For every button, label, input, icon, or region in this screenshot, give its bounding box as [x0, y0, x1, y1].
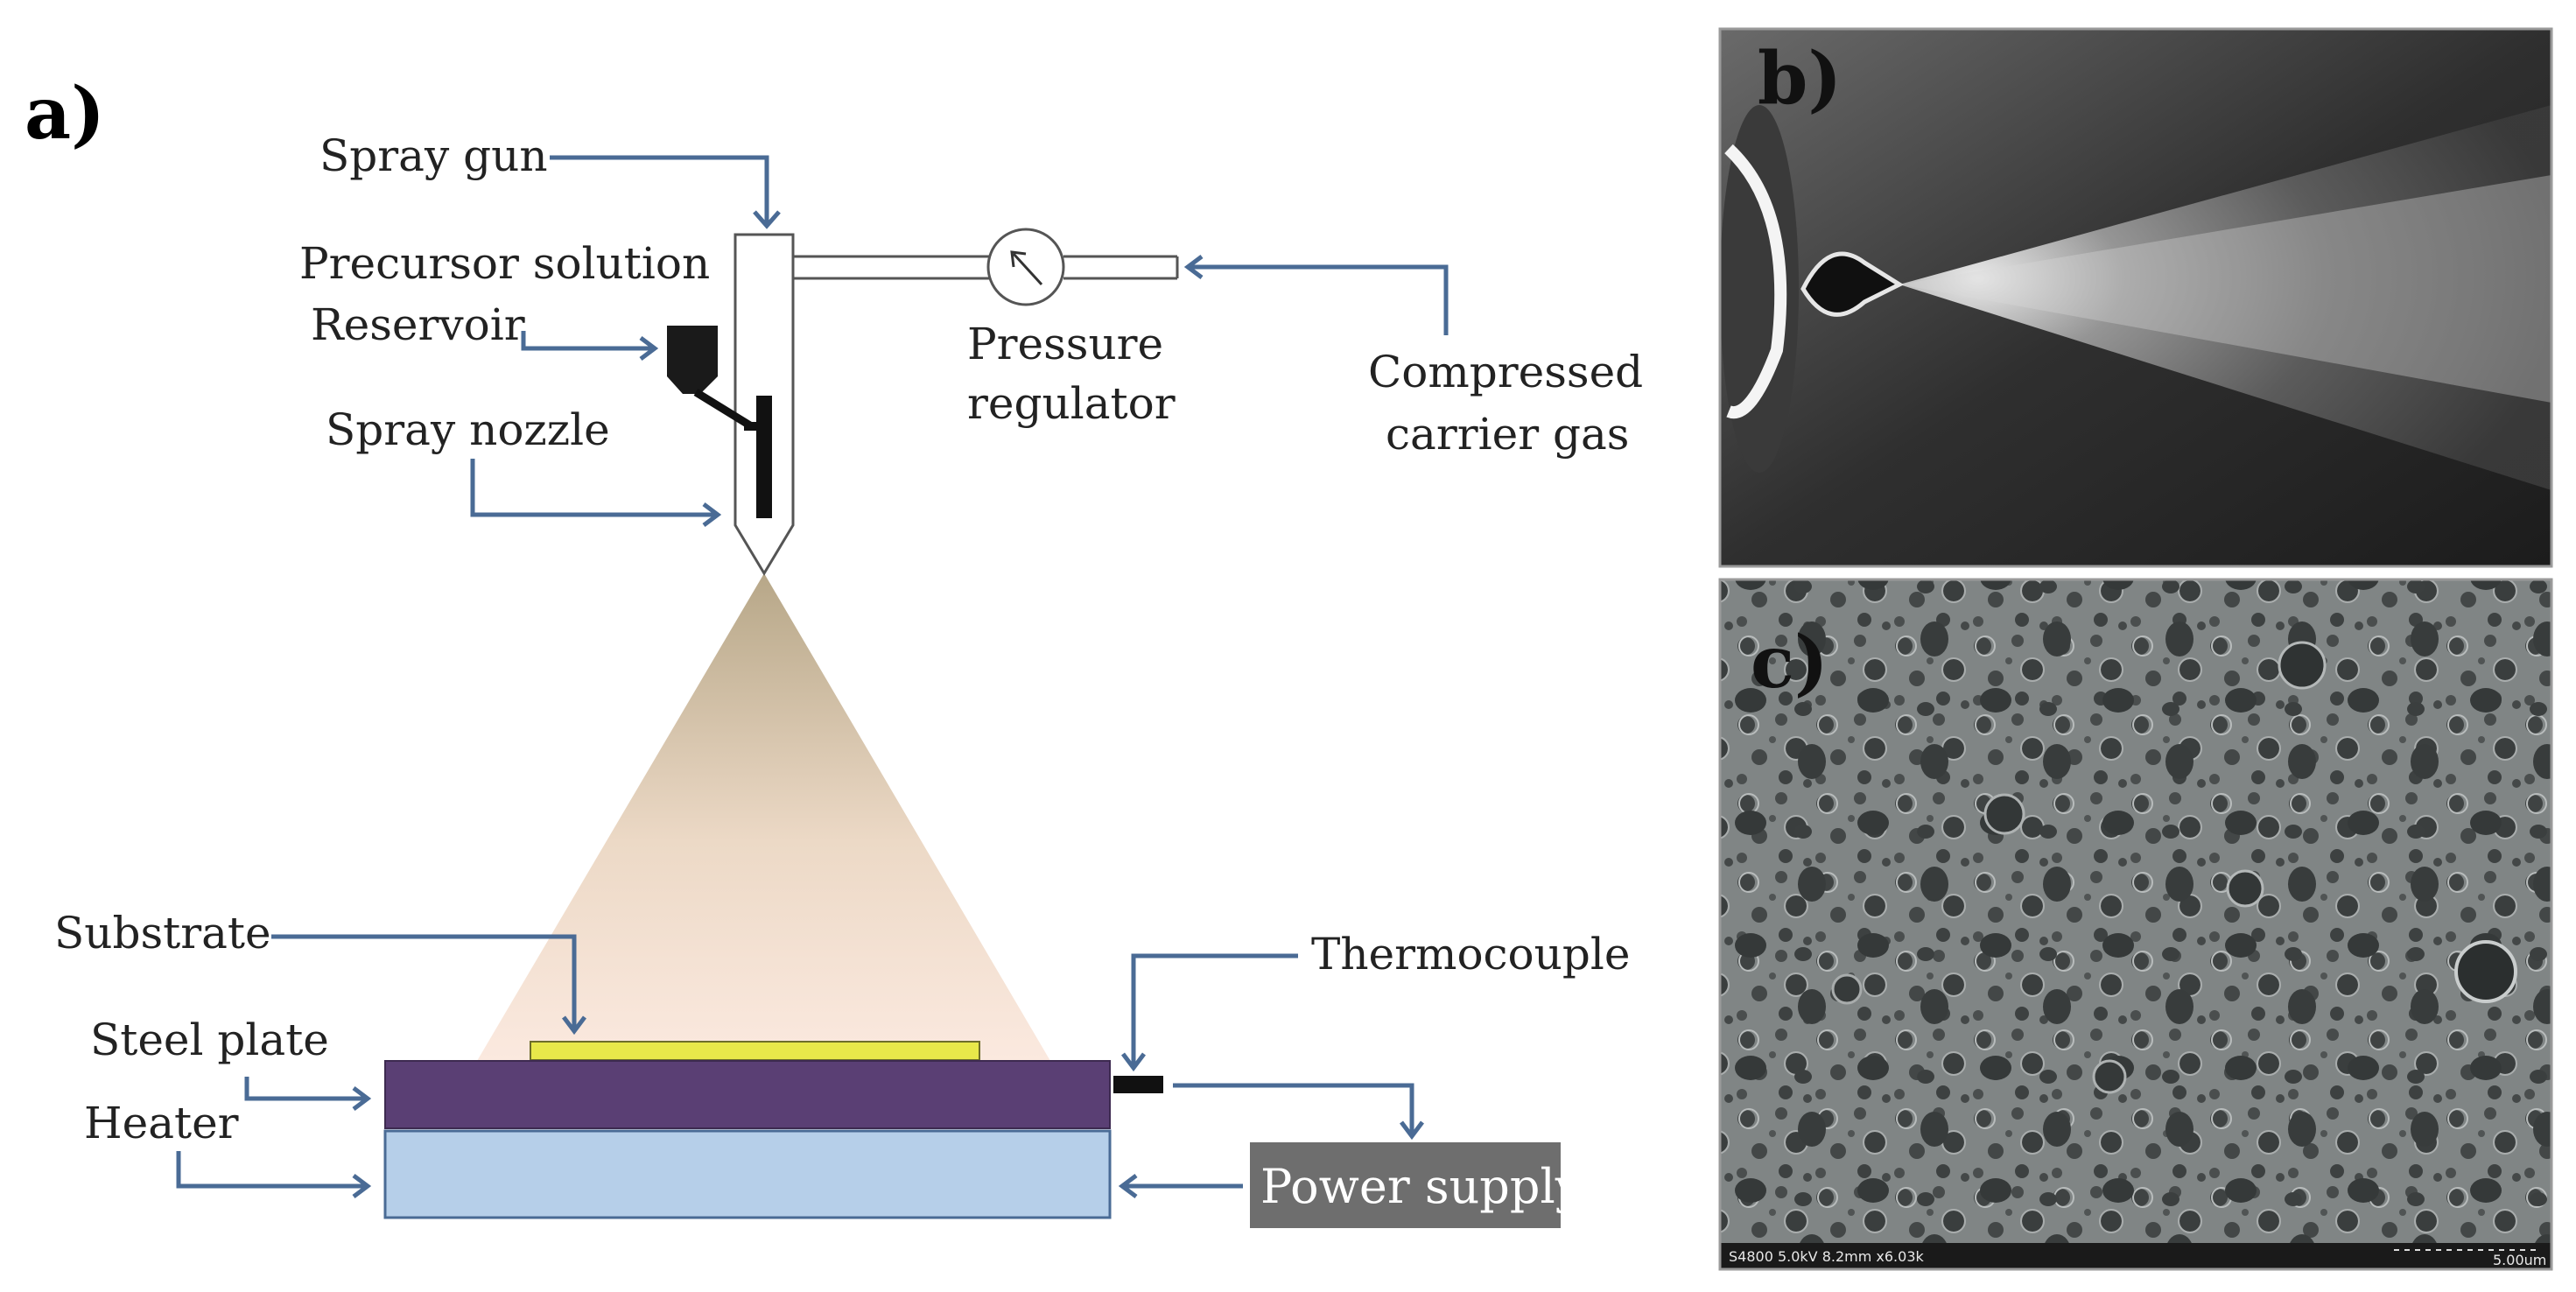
label-compressed: Compressed	[1368, 347, 1643, 397]
substrate	[530, 1041, 980, 1061]
panel-label-c: c)	[1751, 621, 1828, 705]
label-substrate: Substrate	[54, 908, 271, 958]
reservoir-feed-line	[693, 389, 755, 431]
label-heater: Heater	[84, 1098, 239, 1148]
panel-b-photo	[1718, 27, 2553, 568]
heater	[383, 1129, 1112, 1219]
thermocouple-probe	[1113, 1076, 1163, 1093]
spray-nozzle-stem	[756, 396, 772, 518]
power-supply-box	[1250, 1142, 1561, 1228]
steel-plate	[384, 1060, 1111, 1129]
panel-label-a: a)	[25, 72, 105, 156]
gauge-needle-head	[1010, 250, 1027, 268]
label-regulator: regulator	[967, 378, 1176, 429]
reservoir-shape	[667, 326, 718, 394]
label-spray-gun: Spray gun	[319, 130, 548, 181]
label-precursor-solution: Precursor solution	[299, 238, 710, 289]
label-spray-nozzle: Spray nozzle	[326, 404, 610, 455]
nozzle-feed-join	[744, 422, 762, 431]
sem-info-bar: S4800 5.0kV 8.2mm x6.03k	[1729, 1248, 1925, 1265]
label-thermocouple: Thermocouple	[1311, 929, 1630, 980]
sem-scale-text: 5.00um	[2493, 1252, 2546, 1268]
spray-cone	[477, 573, 1050, 1061]
power-supply-label: Power supply	[1260, 1159, 1583, 1214]
arrows	[176, 155, 1449, 1198]
gauge-needle	[1012, 252, 1043, 286]
label-steel-plate: Steel plate	[90, 1015, 329, 1065]
panel-label-b: b)	[1758, 37, 1842, 121]
label-reservoir: Reservoir	[311, 299, 525, 350]
label-carrier-gas: carrier gas	[1386, 409, 1629, 460]
label-pressure: Pressure	[967, 319, 1163, 369]
panel-c-sem-image: S4800 5.0kV 8.2mm x6.03k 5.00um	[1718, 578, 2553, 1271]
